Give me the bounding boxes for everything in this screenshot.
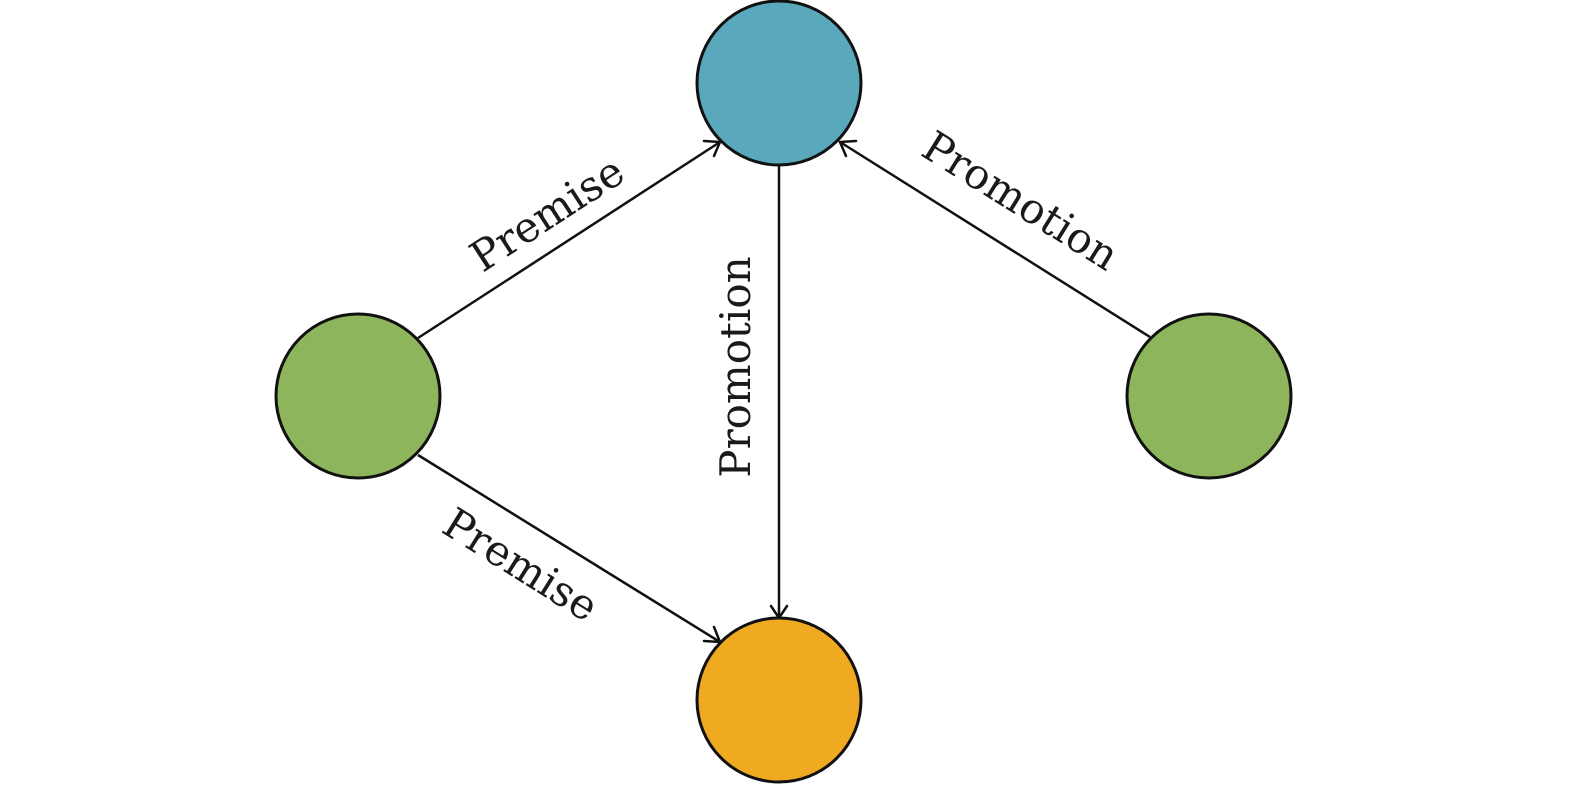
node-left [274,312,442,480]
node-right [1125,312,1293,480]
arrowhead-right-to-top [838,139,858,158]
label-edge-top-to-bottom: Promotion [711,256,760,477]
edge-left-to-bottom [417,453,721,644]
node-bottom [695,616,863,784]
node-top [695,0,863,167]
edge-right-to-top [839,140,1151,339]
edge-left-to-top [417,140,721,340]
